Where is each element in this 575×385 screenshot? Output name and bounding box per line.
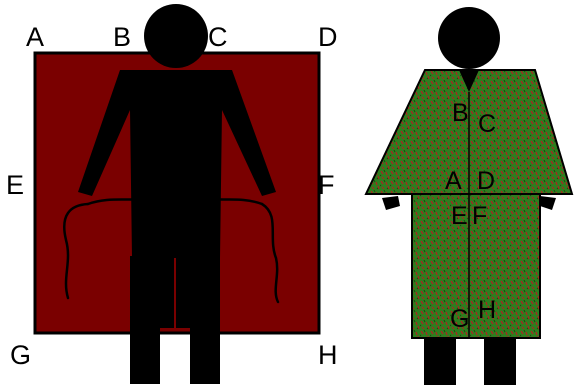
fold-label-f: F — [472, 202, 487, 230]
label-c: C — [208, 22, 228, 52]
label-d: D — [318, 22, 338, 52]
person-legs — [424, 336, 516, 385]
left-figure: A B C D E F G H — [6, 4, 338, 384]
label-g: G — [10, 340, 31, 370]
neck-notch — [459, 70, 479, 92]
hands — [382, 196, 556, 210]
fold-label-c: C — [478, 110, 496, 138]
label-e: E — [6, 170, 24, 200]
hanging-strings — [63, 196, 280, 304]
corner-labels: A B C D E F G H — [6, 22, 338, 370]
fold-label-e: E — [451, 202, 468, 230]
label-a: A — [26, 22, 44, 52]
fold-label-d: D — [477, 167, 495, 195]
fold-label-b: B — [452, 99, 469, 127]
label-f: F — [318, 170, 335, 200]
fold-label-h: H — [478, 296, 496, 324]
label-h: H — [318, 340, 338, 370]
fold-labels: B C A D E F G H — [445, 99, 496, 333]
fold-label-g: G — [450, 305, 469, 333]
label-b: B — [113, 22, 131, 52]
fold-label-a: A — [445, 167, 462, 195]
cloth-skirt — [411, 193, 541, 339]
right-figure: B C A D E F G H — [364, 7, 574, 385]
person-head — [438, 7, 500, 69]
